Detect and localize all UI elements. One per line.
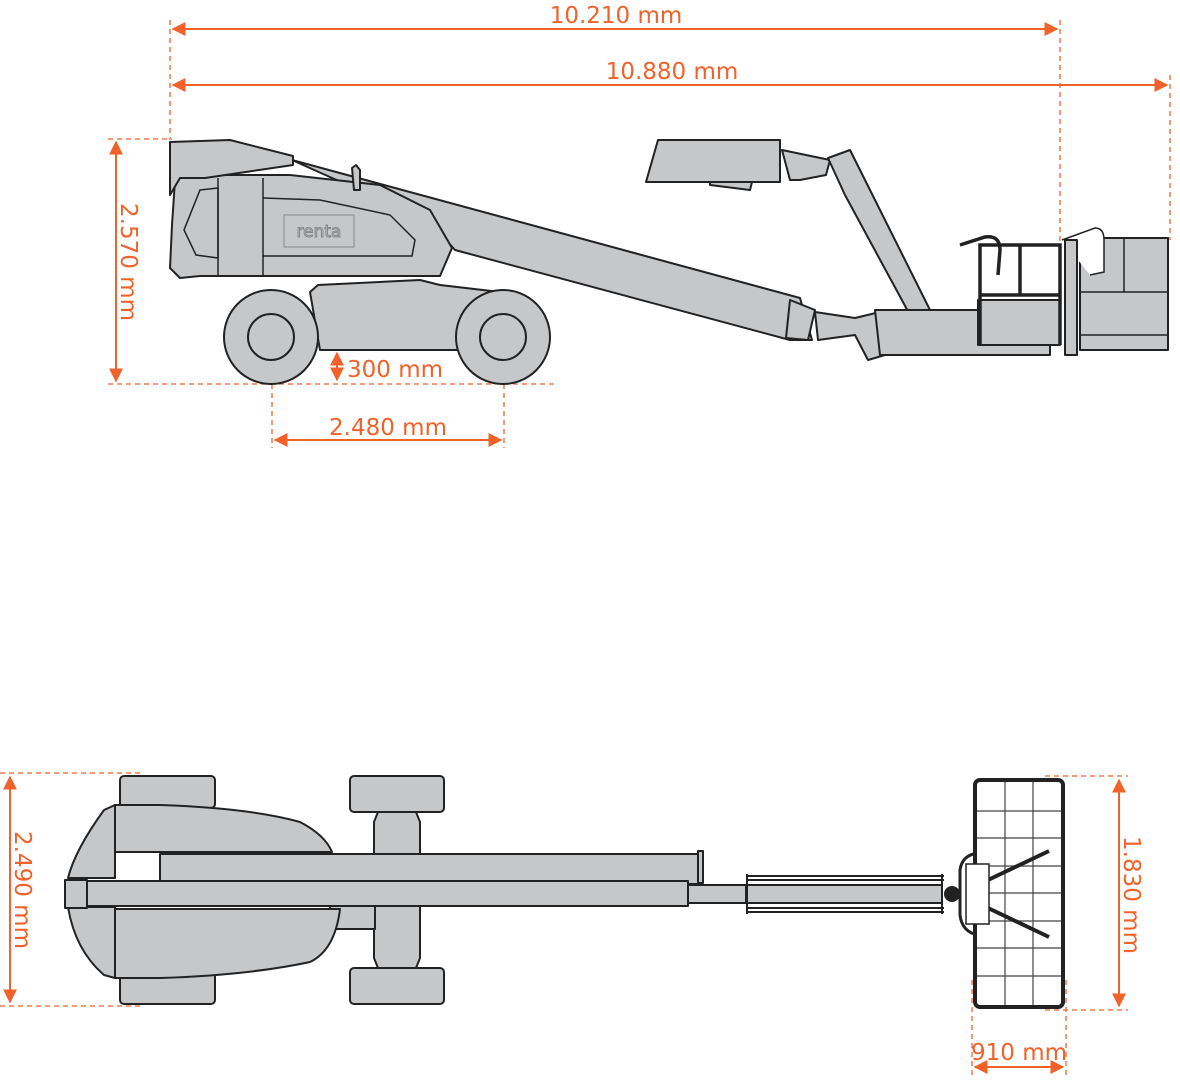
counterweight-upper [67,804,116,879]
front-wheel-top [349,775,445,813]
logo-text: renta [297,222,342,242]
wheelbase-label: 2.480 mm [329,415,447,441]
length-stowed-label: 10.210 mm [550,3,683,29]
jib-rails [746,874,944,914]
rotator-plate [965,863,990,925]
cab-door [183,187,219,259]
height-label: 2.570 mm [115,203,141,321]
engine-cover [262,197,416,257]
machine-top [64,775,1065,1009]
turntable [169,174,453,279]
front-wheel-bottom [349,967,445,1005]
platform-width-label: 910 mm [971,1040,1067,1066]
counterweight-lower [67,906,116,979]
boom-end [785,299,816,341]
side-view: 10.210 mm 10.880 mm 2.570 mm 300 mm 2.48… [108,3,1171,448]
basket-post [1064,239,1078,356]
width-label: 2.490 mm [9,831,35,949]
boom-pivot [64,879,88,909]
upper-boom [645,139,781,183]
counterweight-hood [169,139,294,196]
platform-grid [977,782,1061,1005]
jib-top [745,884,943,904]
rear-hub [247,313,295,361]
logo-box [283,214,355,248]
hood-upper [114,804,333,853]
main-boom-top [84,880,689,907]
top-view: 2.490 mm 1.830 mm 910 mm [0,772,1144,1075]
rear-wheel-top [119,775,216,809]
boom-extension [687,884,747,904]
clearance-label: 300 mm [347,357,443,383]
rotator-frame [978,243,1062,345]
gate-lines [987,849,1050,939]
platform-length-label: 1.830 mm [1118,836,1144,954]
upper-knuckle [781,149,831,181]
boom-bracket [697,850,704,884]
hood-lower [114,908,341,979]
machine-side: renta [169,139,1169,385]
length-total-label: 10.880 mm [606,59,739,85]
rotator-rail [959,235,1002,276]
upper-boom-plate [709,181,753,191]
front-hub [479,313,527,361]
platform-rotator [977,299,1061,346]
basket-rails [1080,238,1168,336]
boom-top [159,853,699,885]
rotator-joint [944,886,960,902]
rotator-loop [958,851,979,937]
hook [351,164,361,191]
boom-knuckle [814,311,886,361]
